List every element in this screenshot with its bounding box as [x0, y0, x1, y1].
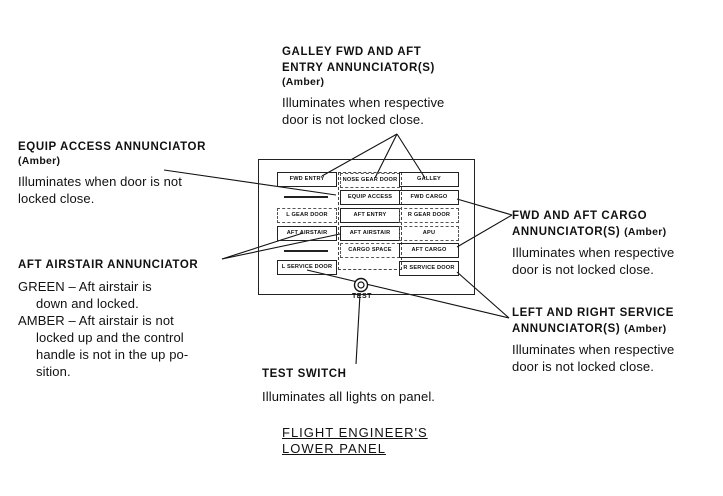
galley-desc-line2: door is not locked close.	[282, 112, 424, 127]
service-title-text: ANNUNCIATOR(S)	[512, 323, 621, 335]
leader-equip-access	[163, 169, 337, 196]
annunciator-aft-airstair-left[interactable]: AFT AIRSTAIR	[277, 226, 337, 241]
galley-title-line2: ENTRY ANNUNCIATOR(S)	[282, 62, 435, 74]
annunciator-galley[interactable]: GALLEY	[399, 172, 459, 187]
test-desc: Illuminates all lights on panel.	[262, 389, 436, 404]
service-title-line1: LEFT AND RIGHT SERVICE	[512, 307, 675, 319]
annunciator-aft-entry[interactable]: AFT ENTRY	[340, 208, 400, 223]
airstair-amber-line4: sition.	[36, 364, 71, 379]
caption-line2: LOWER PANEL	[282, 441, 386, 456]
leader-airstair-left	[221, 232, 304, 260]
annunciator-equip-access[interactable]: EQUIP ACCESS	[340, 190, 400, 205]
callout-service: LEFT AND RIGHT SERVICE ANNUNCIATOR(S) (A…	[512, 305, 674, 375]
leader-galley-aft-entry	[374, 133, 398, 179]
leader-airstair-middle	[221, 233, 341, 260]
airstair-green-line1: GREEN – Aft airstair is	[18, 279, 152, 294]
callout-galley: GALLEY FWD AND AFT ENTRY ANNUNCIATOR(S) …	[282, 44, 444, 128]
airstair-title: AFT AIRSTAIR ANNUNCIATOR	[18, 259, 199, 271]
annunciator-l-gear-door[interactable]: L GEAR DOOR	[277, 208, 337, 223]
annunciator-aft-cargo[interactable]: AFT CARGO	[399, 243, 459, 258]
panel-middle-column-frame	[338, 172, 402, 270]
annunciator-l-service-door[interactable]: L SERVICE DOOR	[277, 260, 337, 275]
annunciator-blank-left	[284, 196, 328, 198]
annunciator-apu[interactable]: APU	[399, 226, 459, 241]
annunciator-blank-left-2	[284, 250, 328, 252]
callout-aft-airstair: AFT AIRSTAIR ANNUNCIATOR GREEN – Aft air…	[18, 257, 198, 380]
flight-engineer-lower-panel	[258, 159, 475, 295]
annunciator-nose-gear-door[interactable]: NOSE GEAR DOOR	[340, 173, 400, 188]
leader-test	[355, 293, 361, 365]
airstair-green-line2: down and locked.	[36, 296, 139, 311]
airstair-amber-line1: AMBER – Aft airstair is not	[18, 313, 174, 328]
cargo-title-line2: ANNUNCIATOR(S) (Amber)	[512, 224, 674, 240]
test-switch-label: TEST	[352, 293, 372, 300]
service-title-line2: ANNUNCIATOR(S) (Amber)	[512, 321, 674, 337]
service-desc-line2: door is not locked close.	[512, 359, 654, 374]
leader-cargo-aft	[456, 214, 513, 248]
cargo-color: (Amber)	[624, 226, 667, 238]
test-switch-knob	[353, 277, 369, 293]
galley-color: (Amber)	[282, 76, 325, 88]
annunciator-r-service-door[interactable]: R SERVICE DOOR	[399, 261, 459, 276]
callout-equip-access: EQUIP ACCESS ANNUNCIATOR (Amber) Illumin…	[18, 139, 206, 207]
service-color: (Amber)	[624, 323, 667, 335]
galley-title-line1: GALLEY FWD AND AFT	[282, 46, 422, 58]
leader-galley-galley	[396, 133, 426, 179]
cargo-desc-line2: door is not locked close.	[512, 262, 654, 277]
service-desc-line1: Illuminates when respective	[512, 342, 675, 357]
cargo-title-line1: FWD AND AFT CARGO	[512, 210, 648, 222]
airstair-amber-line3: handle is not in the up po-	[36, 347, 189, 362]
callout-cargo: FWD AND AFT CARGO ANNUNCIATOR(S) (Amber)…	[512, 208, 674, 278]
cargo-desc-line1: Illuminates when respective	[512, 245, 675, 260]
equip-desc-line1: Illuminates when door is not	[18, 174, 182, 189]
test-switch-center	[357, 281, 365, 289]
annunciator-r-gear-door[interactable]: R GEAR DOOR	[399, 208, 459, 223]
test-title: TEST SWITCH	[262, 368, 347, 380]
cargo-title-text: ANNUNCIATOR(S)	[512, 226, 621, 238]
leader-service-right	[456, 271, 510, 319]
leader-galley-fwd-entry	[321, 133, 398, 177]
annunciator-fwd-entry[interactable]: FWD ENTRY	[277, 172, 337, 187]
panel-caption: FLIGHT ENGINEER'S LOWER PANEL	[282, 425, 428, 457]
galley-desc-line1: Illuminates when respective	[282, 95, 445, 110]
annunciator-cargo-space[interactable]: CARGO SPACE	[340, 243, 400, 258]
equip-color: (Amber)	[18, 155, 61, 167]
annunciator-fwd-cargo[interactable]: FWD CARGO	[399, 190, 459, 205]
caption-line1: FLIGHT ENGINEER'S	[282, 425, 428, 440]
callout-test-switch: TEST SWITCH Illuminates all lights on pa…	[262, 366, 435, 405]
leader-cargo-fwd	[456, 198, 513, 216]
equip-title: EQUIP ACCESS ANNUNCIATOR	[18, 141, 206, 153]
equip-desc-line2: locked close.	[18, 191, 95, 206]
airstair-amber-line2: locked up and the control	[36, 330, 184, 345]
annunciator-aft-airstair-middle[interactable]: AFT AIRSTAIR	[340, 226, 400, 241]
